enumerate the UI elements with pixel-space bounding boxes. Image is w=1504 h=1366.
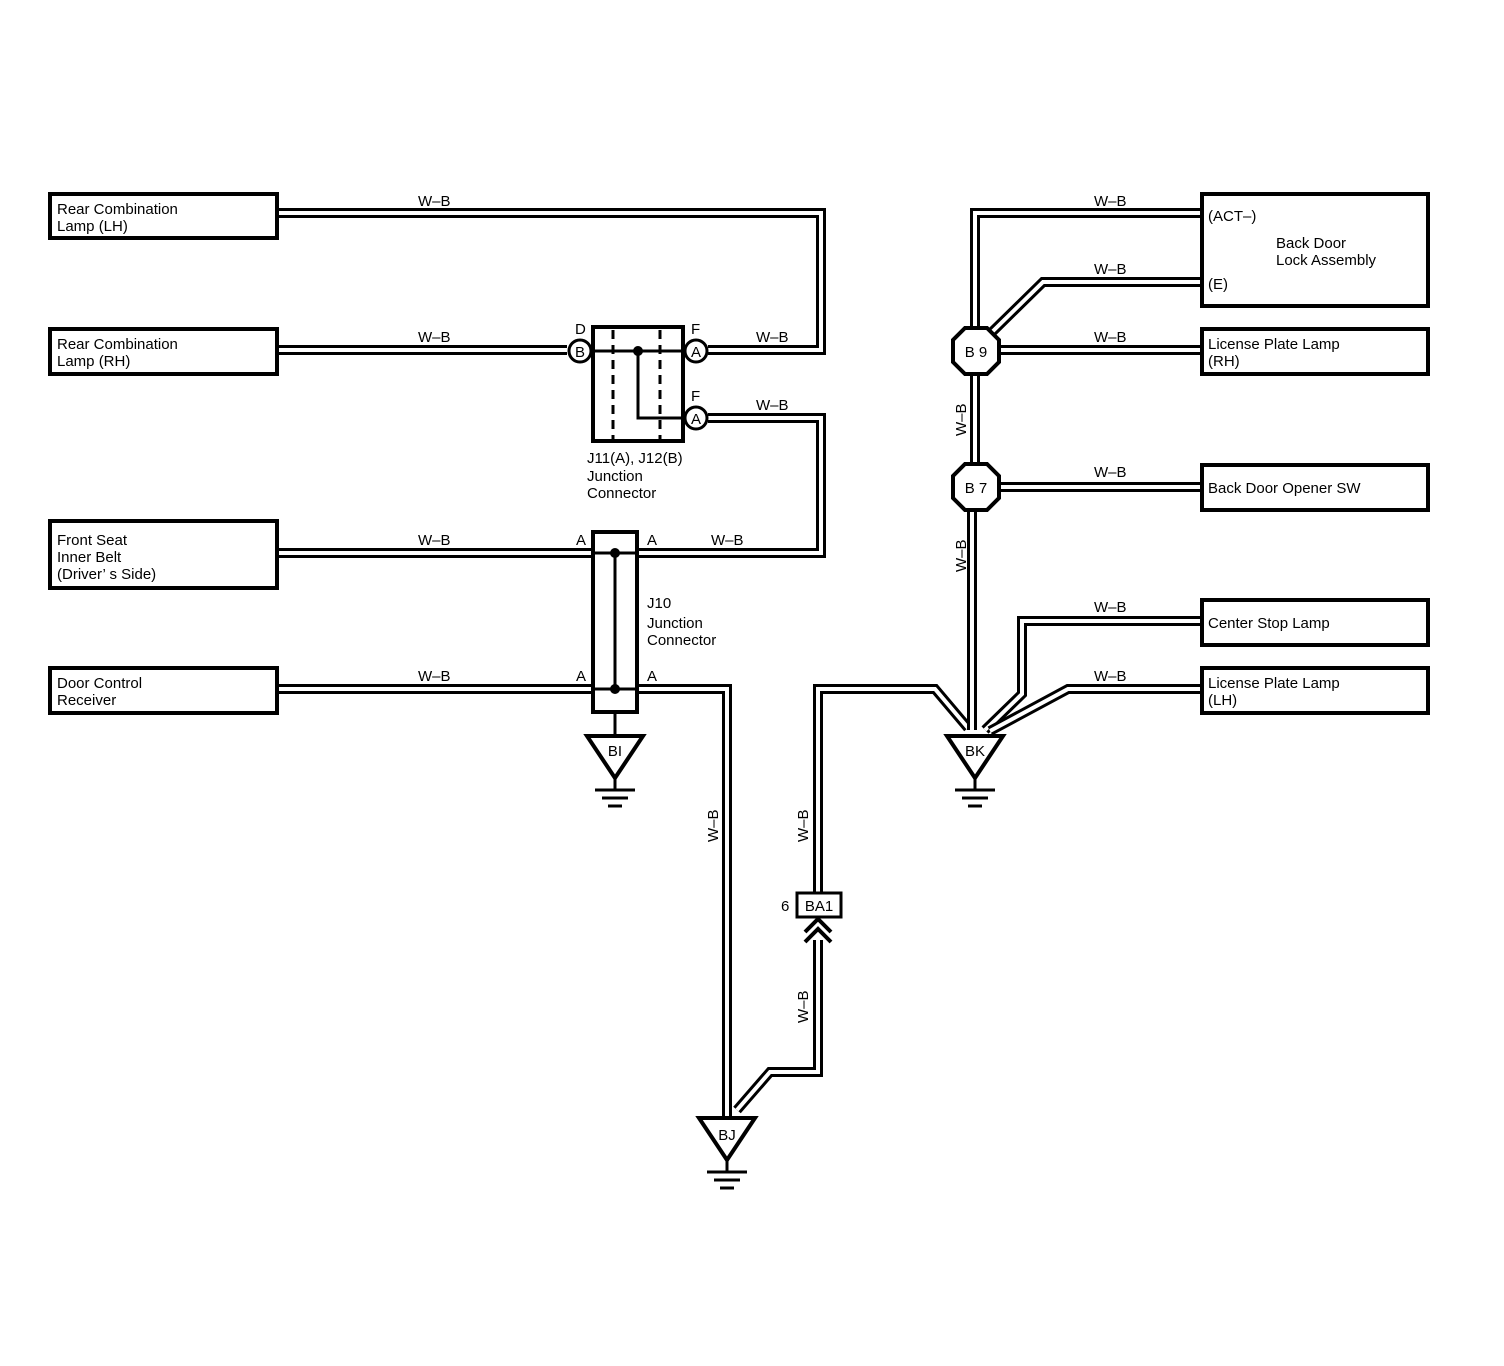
splice-label: B 7	[965, 480, 988, 497]
component-label: (RH)	[1208, 353, 1240, 370]
ground-label: BJ	[718, 1127, 736, 1144]
ground-bj: BJ	[695, 1116, 759, 1190]
connector-label: Junction	[587, 468, 643, 485]
connector-label: BA1	[805, 898, 833, 915]
component-label: Lock Assembly	[1276, 252, 1377, 269]
component-license-plate-lamp-rh: License Plate Lamp (RH)	[1200, 327, 1430, 376]
component-front-seat-inner-belt: Front Seat Inner Belt (Driver’ s Side)	[48, 519, 279, 590]
splice-label: B 9	[965, 344, 988, 361]
component-label: Back Door Opener SW	[1208, 480, 1361, 497]
connector-label: Junction	[647, 615, 703, 632]
wire-label: W–B	[953, 539, 970, 572]
component-door-control-receiver: Door Control Receiver	[48, 666, 279, 715]
component-rear-combination-lamp-rh: Rear Combination Lamp (RH)	[48, 327, 279, 376]
wire-label: W–B	[795, 990, 812, 1023]
component-label: Rear Combination	[57, 201, 178, 218]
pin-label: A	[647, 532, 657, 549]
component-label: Inner Belt	[57, 549, 122, 566]
ground-label: BK	[965, 743, 985, 760]
wire-label: W–B	[1094, 464, 1127, 481]
component-label: Front Seat	[57, 532, 128, 549]
component-back-door-lock-assembly: (ACT–) Back Door Lock Assembly (E)	[1200, 192, 1430, 308]
component-label: Rear Combination	[57, 336, 178, 353]
ground-label: BI	[608, 743, 622, 760]
wire-label: W–B	[795, 809, 812, 842]
wire-label: W–B	[418, 193, 451, 210]
pin-circle-a-upper: A	[683, 338, 709, 364]
component-label: Receiver	[57, 692, 116, 709]
junction-connector-j11-j12: B A A D F F J11(A), J12(B) Junction Conn…	[567, 321, 709, 502]
pin-label: A	[576, 668, 586, 685]
wire-label: W–B	[1094, 668, 1127, 685]
pin-label: A	[576, 532, 586, 549]
component-rear-combination-lamp-lh: Rear Combination Lamp (LH)	[48, 192, 279, 240]
pin-label: B	[575, 344, 585, 361]
wire-label: W–B	[756, 329, 789, 346]
pin-label: A	[691, 411, 701, 428]
wire-ba1-to-bk	[813, 684, 972, 893]
wire-label: W–B	[418, 668, 451, 685]
connector-label: Connector	[587, 485, 656, 502]
pin-label: F	[691, 388, 700, 405]
wire-label: W–B	[1094, 193, 1127, 210]
pin-circle-b: B	[567, 338, 593, 364]
component-label: (Driver’ s Side)	[57, 566, 156, 583]
component-label: (LH)	[1208, 692, 1237, 709]
pin-label: F	[691, 321, 700, 338]
pin-label: 6	[781, 898, 789, 915]
component-label: Lamp (RH)	[57, 353, 130, 370]
pin-act: (ACT–)	[1208, 208, 1256, 225]
component-label: Center Stop Lamp	[1208, 615, 1330, 632]
ground-bi: BI	[583, 734, 647, 808]
wire-label: W–B	[711, 532, 744, 549]
junction-connector-j10: A A A A J10 Junction Connector	[576, 530, 716, 738]
wire-act-to-b9	[970, 208, 1203, 330]
wire-label: W–B	[418, 329, 451, 346]
component-label: Back Door	[1276, 235, 1346, 252]
wire-j10-to-bj	[637, 684, 732, 1118]
wire-e-to-b9	[986, 277, 1203, 338]
wire-label: W–B	[1094, 599, 1127, 616]
component-label: Lamp (LH)	[57, 218, 128, 235]
component-label: License Plate Lamp	[1208, 675, 1340, 692]
connector-ba1: BA1 6	[781, 891, 843, 944]
wire-center-stop-to-bk	[981, 616, 1203, 734]
wire-ba1-to-bj	[733, 940, 823, 1114]
splice-b9: B 9	[951, 326, 1001, 376]
pin-label: D	[575, 321, 586, 338]
pin-circle-a-lower: A	[683, 405, 709, 431]
component-back-door-opener-sw: Back Door Opener SW	[1200, 463, 1430, 512]
component-center-stop-lamp: Center Stop Lamp	[1200, 598, 1430, 647]
wire-j11-to-j10	[637, 413, 826, 558]
connector-label: J11(A), J12(B)	[587, 450, 683, 467]
pin-label: A	[691, 344, 701, 361]
connector-label: Connector	[647, 632, 716, 649]
pin-e: (E)	[1208, 276, 1228, 293]
connector-label: J10	[647, 595, 671, 612]
wire-label: W–B	[418, 532, 451, 549]
component-label: Door Control	[57, 675, 142, 692]
wire-label: W–B	[1094, 261, 1127, 278]
wire-license-lh-to-bk	[987, 684, 1203, 736]
ground-bk: BK	[943, 734, 1007, 808]
component-label: License Plate Lamp	[1208, 336, 1340, 353]
wire-rear-lh-to-j11	[277, 208, 826, 355]
splice-b7: B 7	[951, 462, 1001, 512]
pin-label: A	[647, 668, 657, 685]
wire-label: W–B	[756, 397, 789, 414]
component-license-plate-lamp-lh: License Plate Lamp (LH)	[1200, 666, 1430, 715]
wire-label: W–B	[953, 403, 970, 436]
wire-label: W–B	[1094, 329, 1127, 346]
wire-label: W–B	[705, 809, 722, 842]
